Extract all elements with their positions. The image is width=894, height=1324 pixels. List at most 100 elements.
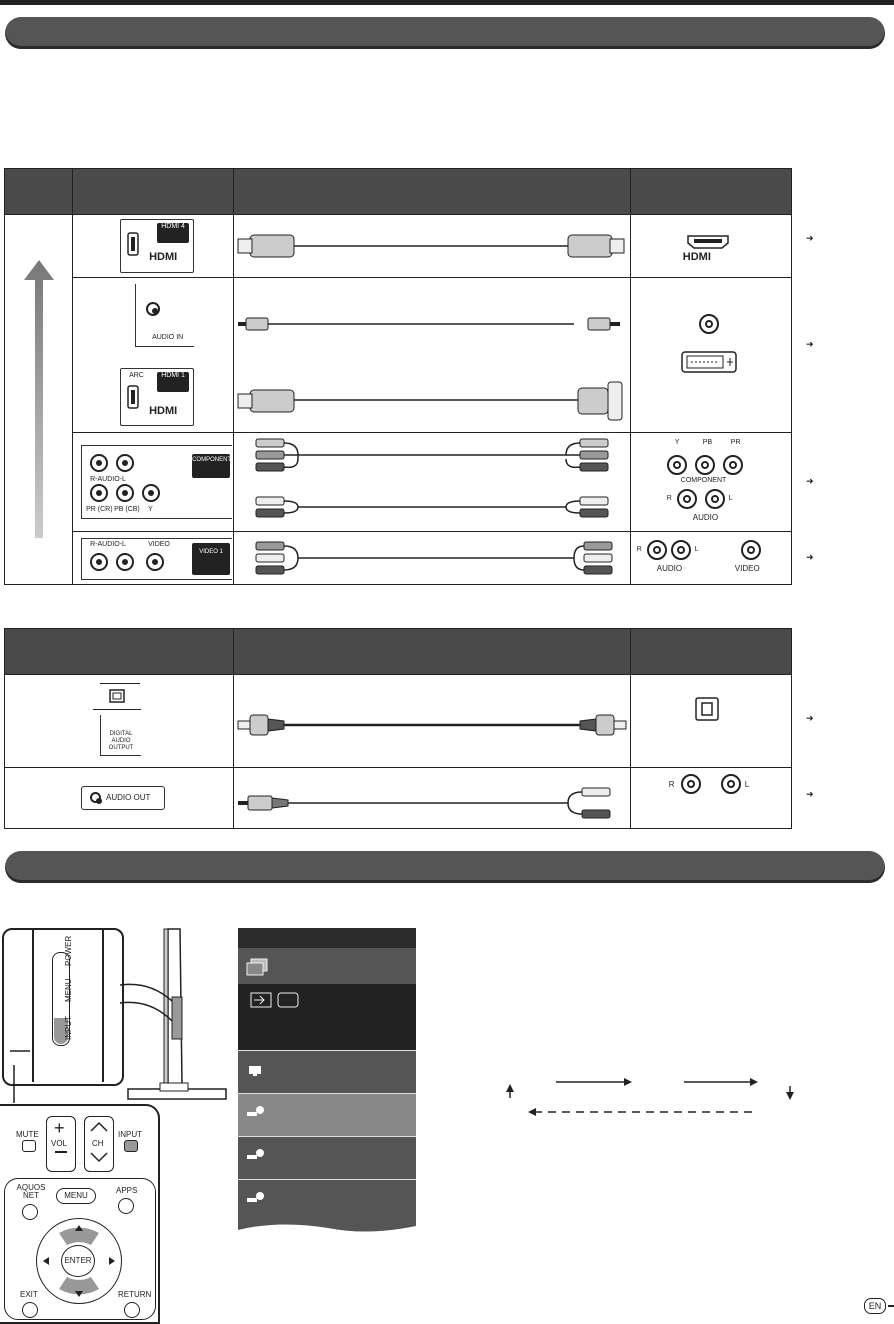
tv-icon bbox=[249, 1066, 261, 1076]
menu-button[interactable]: MENU bbox=[56, 1188, 96, 1204]
menu-torn-edge bbox=[238, 1222, 416, 1236]
language-badge: EN bbox=[864, 1298, 886, 1314]
directional-pad[interactable]: ENTER bbox=[36, 1218, 122, 1304]
audio-out-cell: AUDIO OUT bbox=[3, 767, 235, 829]
device-video-label: VIDEO bbox=[734, 564, 760, 573]
audio-jack-icon bbox=[698, 314, 719, 334]
input-cycle-arrows-icon bbox=[506, 1078, 794, 1116]
digital-output-label: DIGITAL AUDIO OUTPUT bbox=[108, 731, 134, 751]
audio-in-panel: AUDIO IN bbox=[135, 284, 195, 347]
rca-cable-icon bbox=[255, 438, 609, 518]
hdmi4-panel: HDMI 4 HDMI bbox=[120, 219, 195, 273]
pb-jack bbox=[116, 484, 135, 502]
mini-jack-and-dvi-cable-icon bbox=[237, 317, 623, 421]
panel-edge bbox=[100, 683, 140, 684]
hdmi-cable-cell bbox=[233, 214, 631, 278]
menu-item-input-3[interactable] bbox=[238, 1179, 416, 1222]
device-audio-l-jack bbox=[704, 489, 725, 509]
mini-to-rca-cable-cell bbox=[233, 767, 631, 829]
table-header bbox=[3, 628, 793, 675]
table-row: AUDIO IN ARC HDMI 1 HDMI bbox=[5, 277, 793, 433]
vol-rocker[interactable]: + VOL bbox=[46, 1116, 76, 1172]
hdmi1-panel: ARC HDMI 1 HDMI bbox=[120, 368, 195, 426]
optical-device-port-icon bbox=[695, 697, 719, 721]
audio-output-table: DIGITAL AUDIO OUTPUT AUDIO OUT bbox=[3, 628, 793, 829]
hdmi4-badge: HDMI 4 bbox=[157, 223, 190, 243]
audio-l-jack bbox=[116, 553, 135, 571]
audio-l-jack bbox=[116, 454, 135, 472]
hdmi-device-port-icon bbox=[687, 235, 729, 249]
table-row: DIGITAL AUDIO OUTPUT bbox=[3, 674, 793, 768]
hdmi1-terminal-cell: AUDIO IN ARC HDMI 1 HDMI bbox=[72, 277, 235, 433]
device-pr-jack bbox=[722, 455, 743, 475]
pr-jack bbox=[90, 484, 109, 502]
ch-down-icon bbox=[90, 1152, 108, 1163]
tv-side-buttons-zoom: POWER MENU INPUT bbox=[2, 928, 124, 1086]
top-rule bbox=[0, 0, 894, 5]
input-1-icon bbox=[247, 1106, 264, 1116]
enter-button[interactable]: ENTER bbox=[61, 1245, 95, 1277]
input-button[interactable] bbox=[54, 1018, 68, 1044]
video-jack bbox=[146, 553, 165, 571]
device-l-label: L bbox=[728, 495, 733, 502]
component-device-cell: Y PB PR COMPONENT R L AUDIO bbox=[629, 432, 793, 532]
audio-in-label: AUDIO IN bbox=[152, 334, 184, 341]
quality-arrow-icon bbox=[24, 259, 54, 538]
ch-label: CH bbox=[92, 1139, 104, 1148]
quality-column bbox=[3, 214, 74, 585]
hdmi-cable-icon bbox=[237, 234, 625, 258]
panel-edge bbox=[93, 709, 141, 710]
menu-item-input-2[interactable] bbox=[238, 1136, 416, 1179]
menu-item-tv[interactable] bbox=[238, 1050, 416, 1093]
device-pr-label: PR bbox=[730, 439, 741, 446]
hdmi-device-cell: HDMI bbox=[629, 214, 793, 278]
input-remote-label: INPUT bbox=[118, 1130, 142, 1139]
table-row: R-AUDIO-L VIDEO VIDEO 1 R L bbox=[5, 531, 793, 585]
device-audio-r-jack bbox=[676, 489, 697, 509]
remote-control: MUTE + VOL CH INPUT AQUOS NET MENU APPS … bbox=[0, 1104, 160, 1324]
hdmi-device-logo: HDMI bbox=[682, 251, 711, 263]
pr-label: PR (CR) bbox=[86, 506, 113, 513]
table-row: R-AUDIO-L PR (CR) PB (CB) Y COMPONENT bbox=[5, 432, 793, 532]
video-connections-table: HDMI 4 HDMI HDMI AUDIO IN AR bbox=[3, 168, 793, 585]
device-component-label: COMPONENT bbox=[680, 477, 727, 484]
hdmi1-badge: HDMI 1 bbox=[157, 372, 190, 392]
menu-current-row[interactable] bbox=[238, 984, 416, 1050]
input-remote-button[interactable] bbox=[124, 1140, 138, 1152]
device-y-label: Y bbox=[674, 439, 680, 446]
rca-device-cell: R L bbox=[629, 767, 793, 829]
page-ref-arrow-icon: ➜ bbox=[806, 552, 814, 562]
hdmi-logo: HDMI bbox=[149, 251, 178, 263]
hdmi-port-icon bbox=[127, 385, 139, 409]
optical-device-cell bbox=[629, 674, 793, 768]
aquos-net-label: AQUOS NET bbox=[16, 1183, 46, 1200]
aquos-net-button[interactable] bbox=[22, 1204, 38, 1220]
return-button[interactable] bbox=[124, 1302, 140, 1318]
input-2-icon bbox=[247, 1149, 264, 1159]
audio-out-label: AUDIO OUT bbox=[106, 793, 151, 802]
device-l-jack bbox=[720, 774, 741, 794]
mute-button[interactable] bbox=[22, 1140, 36, 1152]
ch-up-icon bbox=[90, 1121, 108, 1132]
audio-label: R-AUDIO-L bbox=[90, 541, 126, 548]
page-dash bbox=[888, 1305, 894, 1307]
composite-cable-icon bbox=[255, 541, 613, 575]
arc-label: ARC bbox=[129, 372, 144, 379]
input-source-icon bbox=[246, 958, 268, 976]
composite-cable-cell bbox=[233, 531, 631, 585]
page-ref-arrow-icon: ➜ bbox=[806, 789, 814, 799]
tv-side-profile-icon bbox=[10, 928, 227, 1103]
menu-top-strip bbox=[238, 928, 416, 948]
device-pb-label: PB bbox=[702, 439, 713, 446]
optical-port-icon bbox=[109, 689, 125, 703]
hdmi-port-icon bbox=[127, 232, 139, 256]
ch-rocker[interactable]: CH bbox=[84, 1116, 114, 1172]
exit-button[interactable] bbox=[22, 1302, 38, 1318]
menu-item-input-1[interactable] bbox=[238, 1093, 416, 1136]
dvi-device-cell bbox=[629, 277, 793, 433]
page-ref-arrow-icon: ➜ bbox=[806, 713, 814, 723]
device-r-label: R bbox=[666, 495, 672, 502]
button-strip bbox=[52, 952, 70, 1046]
pb-label: PB (CB) bbox=[114, 506, 140, 513]
apps-button[interactable] bbox=[118, 1198, 134, 1214]
